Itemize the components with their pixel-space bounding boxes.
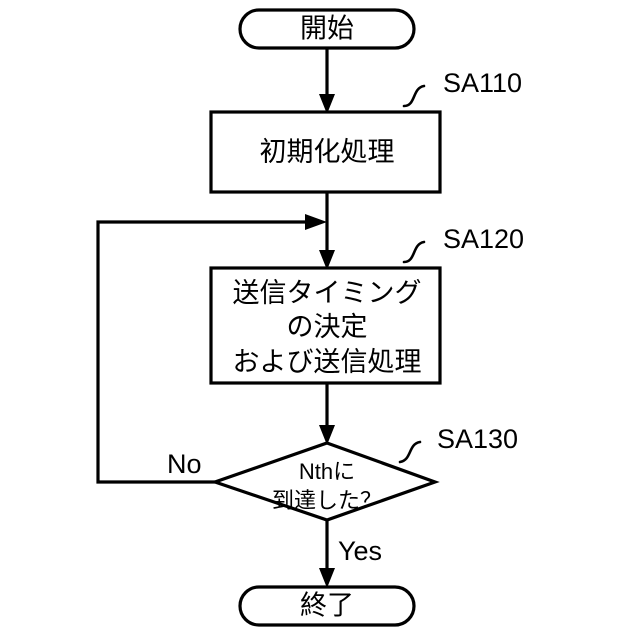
transmit-process-line2: の決定 — [287, 312, 368, 342]
connector-decision-to-end — [319, 520, 335, 588]
decision-line2: 到達した？ — [272, 488, 382, 513]
ref-label-sa130: SA130 — [437, 424, 518, 454]
connector-feedback-loop-no — [96, 214, 327, 484]
connector-init-to-transmit — [319, 192, 335, 270]
node-start[interactable]: 開始 — [238, 8, 416, 50]
ref-label-sa120: SA120 — [443, 224, 524, 254]
node-process-transmit[interactable]: 送信タイミング の決定 および送信処理 — [209, 266, 442, 385]
arrowhead-down-icon — [319, 568, 335, 588]
arrowhead-down-icon — [319, 250, 335, 270]
start-terminator-shape — [238, 8, 416, 50]
start-label: 開始 — [300, 14, 354, 44]
branch-label-no: No — [167, 449, 202, 479]
decision-shape — [210, 441, 440, 522]
node-decision[interactable]: Nthに 到達した？ — [210, 441, 440, 522]
end-terminator-shape — [238, 585, 416, 627]
branch-label-yes: Yes — [338, 536, 382, 566]
transmit-process-shape — [209, 266, 442, 385]
init-process-shape — [209, 110, 442, 194]
leader-sa130 — [398, 440, 422, 464]
decision-line1: Nthに — [299, 459, 355, 484]
node-process-init[interactable]: 初期化処理 — [209, 110, 442, 194]
leader-sa110 — [402, 84, 426, 108]
init-process-label: 初期化処理 — [260, 137, 395, 167]
leader-sa120 — [402, 240, 426, 264]
end-label: 終了 — [300, 591, 354, 621]
ref-label-sa110: SA110 — [443, 68, 522, 98]
transmit-process-line1: 送信タイミング — [233, 278, 422, 308]
arrowhead-right-icon — [305, 214, 327, 230]
connector-start-to-init — [319, 48, 335, 114]
arrowhead-down-icon — [319, 94, 335, 114]
transmit-process-line3: および送信処理 — [233, 347, 422, 377]
node-end[interactable]: 終了 — [238, 585, 416, 627]
arrowhead-down-icon — [319, 425, 335, 445]
connector-transmit-to-decision — [319, 383, 335, 445]
